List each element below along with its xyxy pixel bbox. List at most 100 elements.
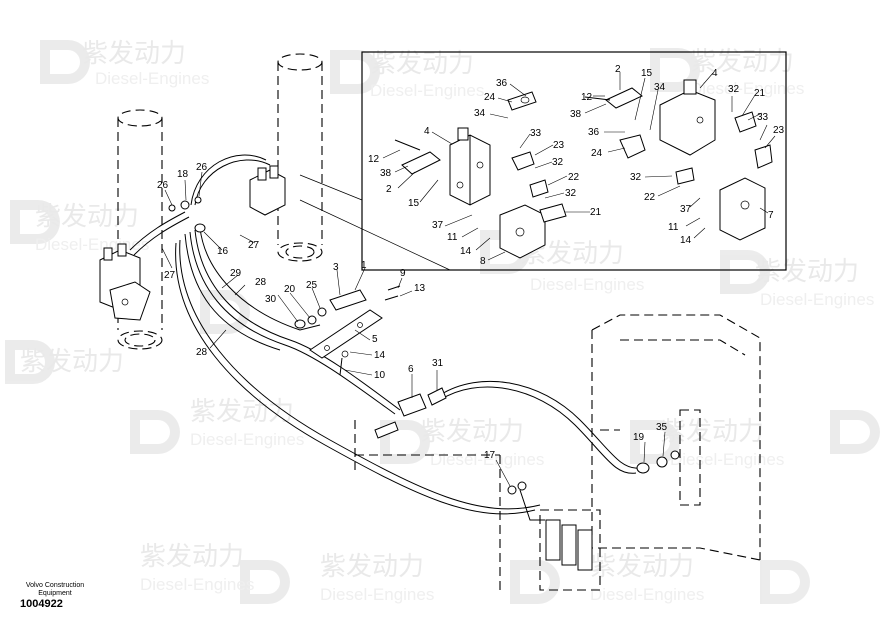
callout-21-left: 21: [590, 207, 602, 218]
bolt-12-right: [584, 96, 611, 101]
hardware-parts: [168, 196, 680, 591]
callout-2-right: 2: [615, 64, 621, 75]
watermark-logo: 紫发动力 Diesel-Engines: [140, 541, 290, 604]
callout-34-right: 34: [654, 82, 666, 93]
watermark-logo: 紫发动力 Diesel-Engines: [40, 38, 209, 88]
watermark-logo: 紫发动力 Diesel-Engines: [590, 551, 810, 604]
watermark-logo: 紫发动力 Diesel-Engines: [630, 416, 784, 469]
callout-labels: 1 3 9 13 5 14 10 6 31 25 20 30 28 29 28 …: [157, 64, 785, 461]
callout-33-right: 33: [757, 112, 769, 123]
callout-32-right: 32: [728, 84, 740, 95]
callout-16: 16: [217, 246, 229, 257]
fitting-26-right: [194, 196, 202, 204]
callout-19: 19: [633, 432, 645, 443]
watermark-logo: 紫发动力: [5, 340, 124, 384]
callout-35: 35: [656, 422, 668, 433]
valve-block-8: [499, 204, 546, 259]
watermark-logo: [200, 290, 250, 334]
callout-2-left: 2: [386, 184, 392, 195]
watermark-logo: 紫发动力 Diesel-Engines: [320, 551, 560, 604]
fitting-30: [294, 319, 306, 329]
callout-15-left: 15: [408, 198, 420, 209]
leader-lines: [161, 72, 776, 487]
nut-35: [656, 456, 668, 468]
elbow-24: [507, 91, 537, 111]
watermark-subtext: Diesel-Engines: [140, 575, 254, 594]
callout-38-right: 38: [570, 109, 582, 120]
watermark-text: 紫发动力: [590, 551, 694, 581]
callout-33-left: 33: [530, 128, 542, 139]
callout-37-left: 37: [432, 220, 444, 231]
watermark-logo: 紫发动力 Diesel-Engines: [380, 416, 544, 469]
fitting-18: [180, 200, 190, 210]
bolt-10: [339, 357, 343, 376]
fitting-22-right: [675, 167, 695, 185]
machine-outline: [117, 53, 761, 590]
callout-23-left: 23: [553, 140, 565, 151]
callout-24-right: 24: [591, 148, 603, 159]
inset-detail-box: [299, 51, 787, 271]
left-valve-assembly: [99, 243, 151, 321]
callout-14-right: 14: [680, 235, 692, 246]
callout-25: 25: [306, 280, 318, 291]
callout-26-right: 26: [196, 162, 208, 173]
fitting-16: [194, 223, 206, 233]
fitting-26-left: [168, 204, 176, 212]
watermark-subtext: Diesel-Engines: [95, 69, 209, 88]
callout-4-right: 4: [712, 68, 718, 79]
watermark-logo: 紫发动力 Diesel-Engines: [10, 200, 149, 254]
watermark-subtext: Diesel-Engines: [530, 275, 644, 294]
bolt-12-left: [394, 139, 421, 151]
callout-34-left: 34: [474, 108, 486, 119]
callout-18: 18: [177, 169, 189, 180]
watermark-subtext: Diesel-Engines: [320, 585, 434, 604]
watermark-text: 紫发动力: [82, 38, 186, 68]
watermark-subtext: Diesel-Engines: [370, 81, 484, 100]
callout-17: 17: [484, 450, 496, 461]
fitting-22-left: [529, 179, 549, 198]
valve-block-4-right: [659, 79, 716, 156]
part-number: 1004922: [20, 598, 63, 610]
callout-36-right: 36: [588, 127, 600, 138]
valve-block-4-left: [449, 127, 491, 206]
brand-line-2: Equipment: [38, 590, 72, 597]
watermark-text: 紫发动力: [140, 541, 244, 571]
fitting-19: [636, 462, 650, 474]
callout-38-left: 38: [380, 168, 392, 179]
callout-3: 3: [333, 262, 339, 273]
fitting-31: [427, 387, 447, 406]
watermark-subtext: Diesel-Engines: [190, 430, 304, 449]
watermark-subtext: Diesel-Engines: [690, 79, 804, 98]
callout-31: 31: [432, 358, 444, 369]
fitting-23-left: [511, 151, 535, 171]
callout-5: 5: [372, 334, 378, 345]
callout-6: 6: [408, 364, 414, 375]
callout-13: 13: [414, 283, 426, 294]
watermark-text: 紫发动力: [190, 396, 294, 426]
upper-valve-assembly: [249, 165, 286, 216]
callout-11-left: 11: [447, 232, 458, 243]
watermark-logo: 紫发动力 Diesel-Engines: [330, 48, 484, 100]
fitting-21-right: [734, 111, 757, 133]
callout-32-right-b: 32: [630, 172, 642, 183]
callout-26-left: 26: [157, 180, 169, 191]
callout-29: 29: [230, 268, 242, 279]
callout-27-left: 27: [164, 270, 176, 281]
callout-4-left: 4: [424, 126, 430, 137]
callout-27-right: 27: [248, 240, 260, 251]
bolt-9: [387, 285, 401, 291]
callout-10: 10: [374, 370, 386, 381]
brand-line-1: Volvo Construction: [25, 582, 85, 589]
callout-15-right: 15: [641, 68, 653, 79]
nut-25: [317, 307, 327, 317]
plate-2-right: [605, 87, 643, 109]
callout-36-left: 36: [496, 78, 508, 89]
callout-12-left: 12: [368, 154, 380, 165]
callout-37-right: 37: [680, 204, 692, 215]
fitting-17: [507, 485, 517, 495]
watermark-text: 紫发动力: [370, 48, 474, 78]
watermark-text: 紫发动力: [660, 416, 764, 446]
callout-11-right: 11: [668, 222, 679, 233]
control-valve: [539, 509, 601, 591]
